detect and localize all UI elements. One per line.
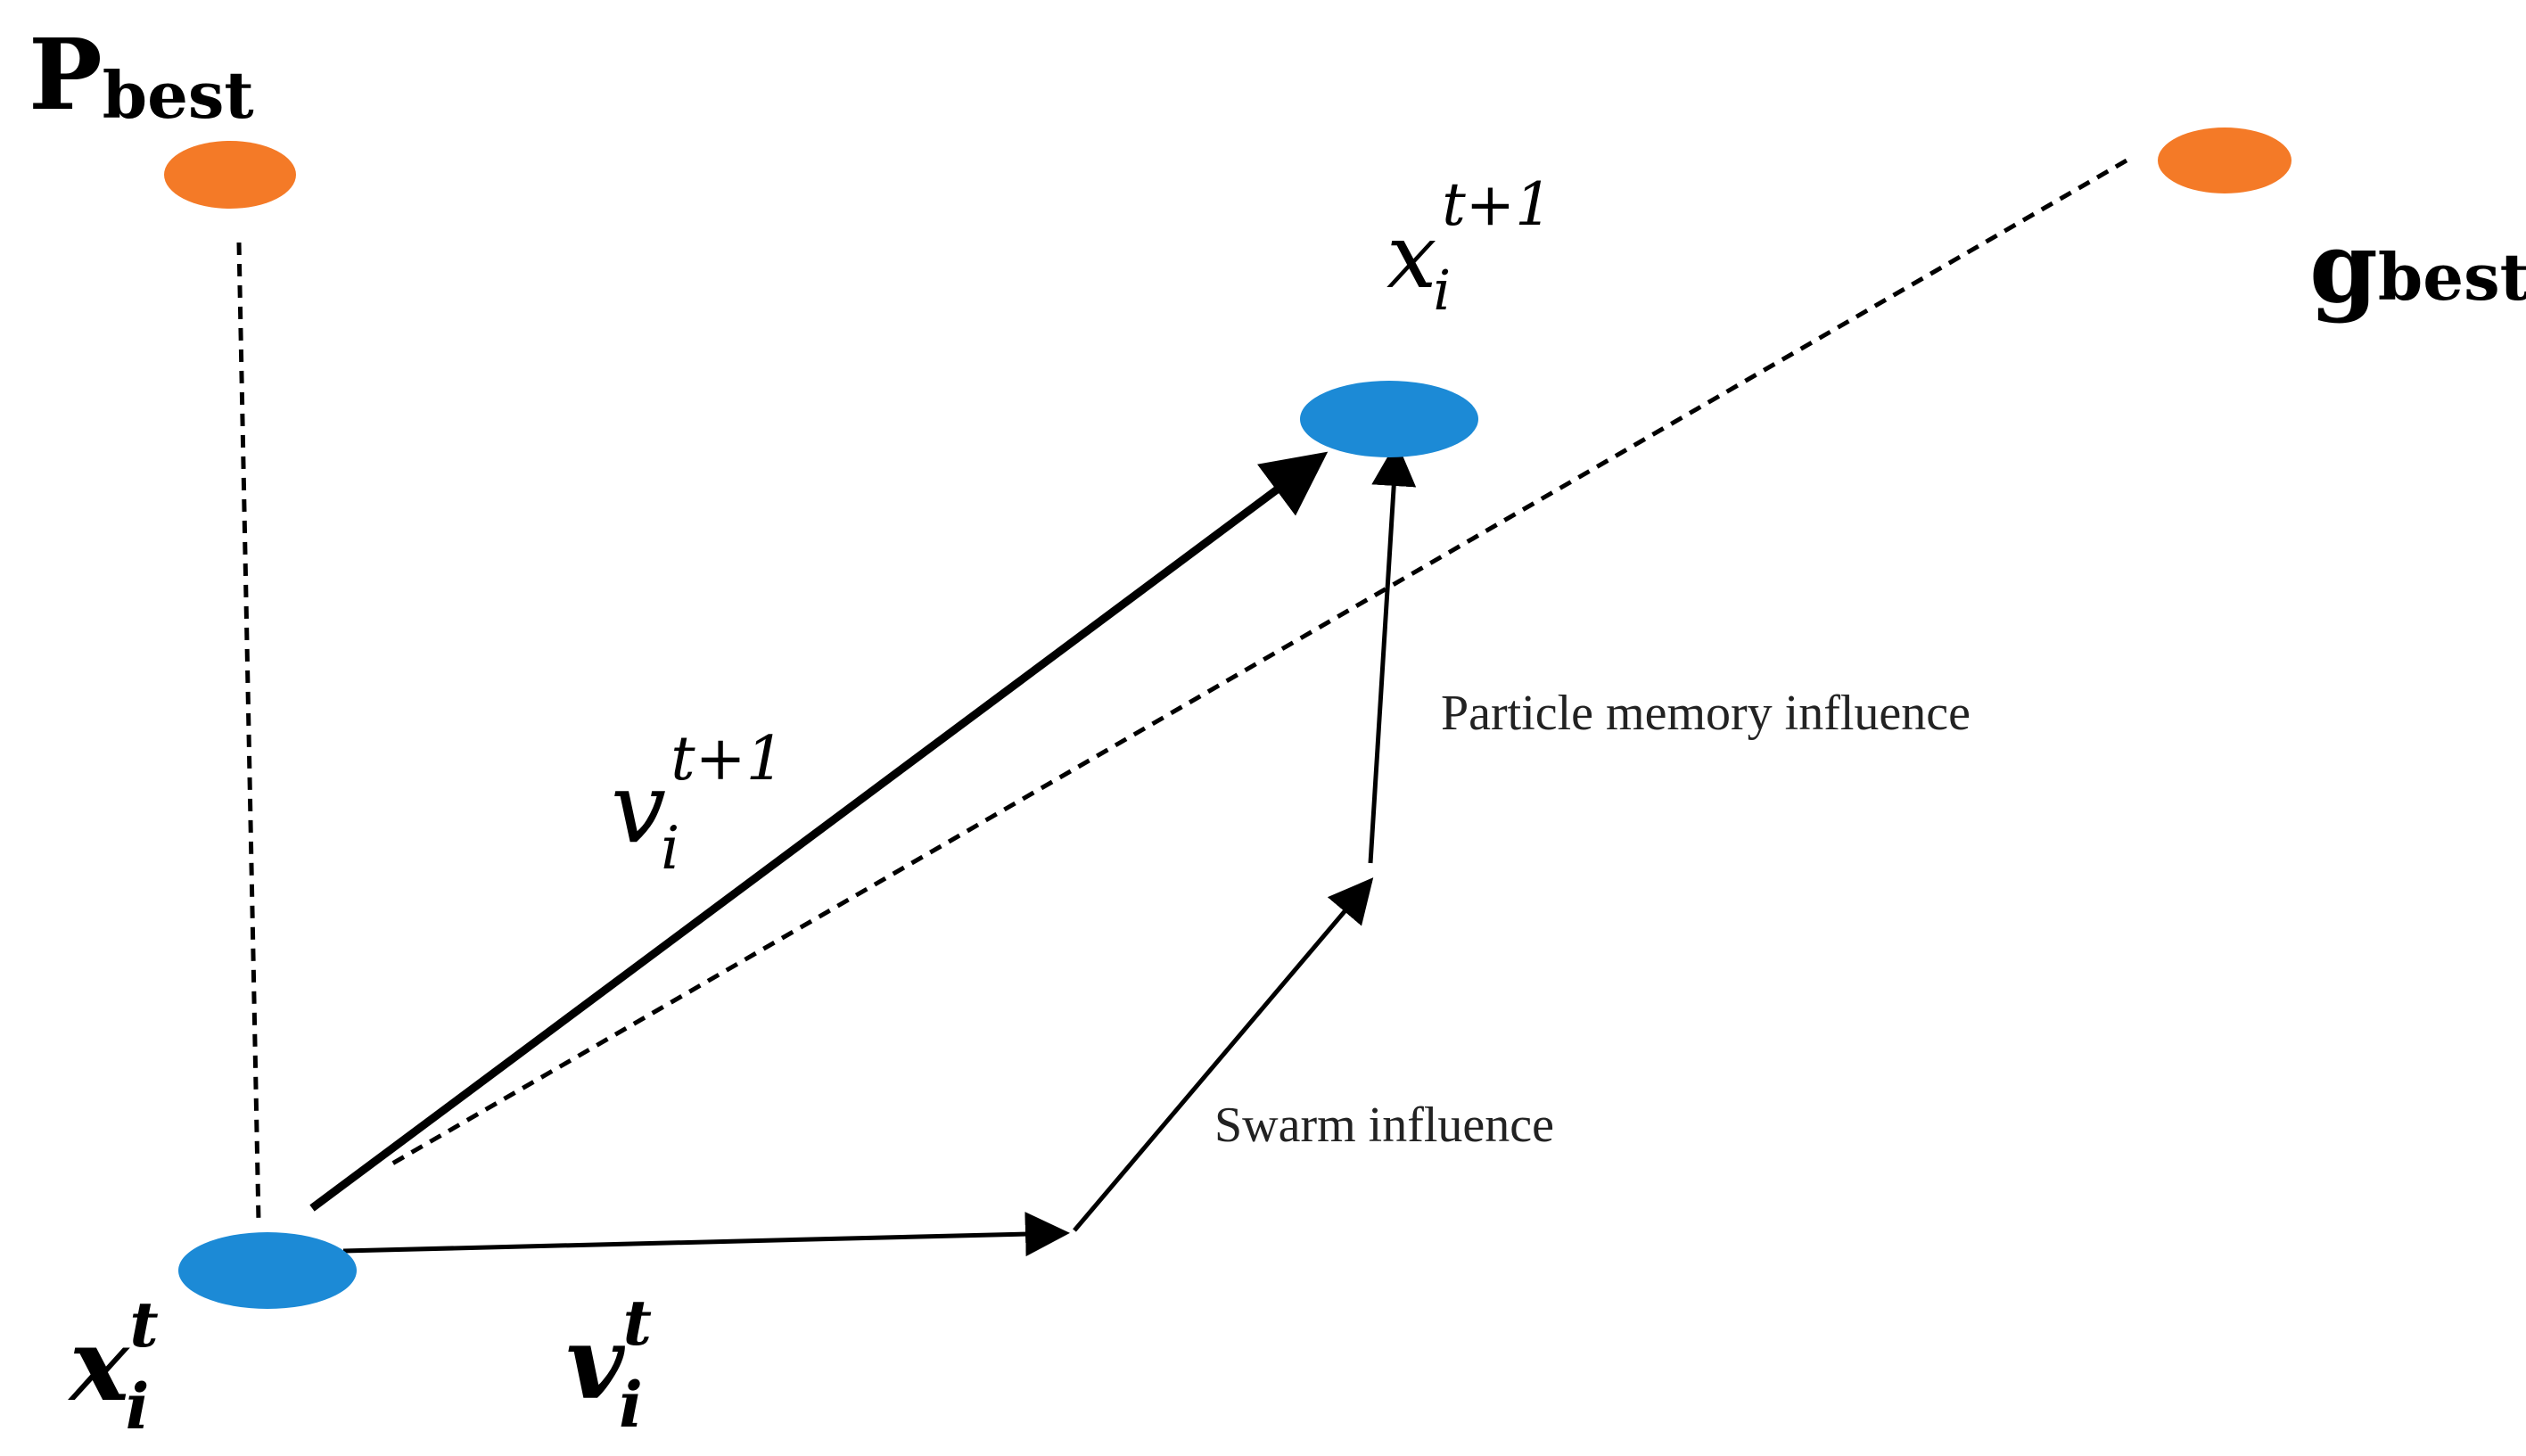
x-next-label-sup: t+1 xyxy=(1442,170,1552,239)
x-current-point xyxy=(178,1232,357,1309)
memory-influence-label: Particle memory influence xyxy=(1441,686,1971,741)
x-current-label-sup: t xyxy=(129,1287,158,1361)
x-next-point xyxy=(1300,381,1478,457)
v-current-arrow xyxy=(342,1212,1070,1257)
pbest-label-sub: best xyxy=(103,57,254,133)
v-next-arrow xyxy=(309,451,1329,1212)
pbest-label-main: P xyxy=(29,17,103,132)
x-current-label: xit xyxy=(68,1287,159,1444)
memory-influence-arrow xyxy=(1368,441,1417,864)
v-next-label: vi t+1 xyxy=(611,724,785,883)
gbest-dashed-line xyxy=(391,158,2128,1166)
v-current-label-sub: i xyxy=(619,1368,643,1442)
gbest-label-sub: best xyxy=(2378,239,2526,315)
x-current-label-sub: i xyxy=(126,1370,150,1444)
v-current-label-sup: t xyxy=(623,1286,652,1360)
gbest-label: gbest xyxy=(2309,210,2526,325)
gbest-label-main: g xyxy=(2309,210,2378,325)
v-next-label-sub: i xyxy=(661,814,679,883)
x-current-label-main: x xyxy=(68,1307,130,1424)
pbest-label: Pbest xyxy=(29,17,254,133)
v-next-label-main: v xyxy=(611,751,666,865)
x-next-label: xi t+1 xyxy=(1386,170,1552,323)
gbest-point xyxy=(2158,128,2292,193)
swarm-influence-label: Swarm influence xyxy=(1214,1098,1554,1153)
x-next-label-sub: i xyxy=(1433,258,1451,323)
swarm-influence-arrow xyxy=(1073,877,1374,1232)
v-next-label-sup: t+1 xyxy=(671,724,785,794)
x-next-label-main: x xyxy=(1386,204,1436,308)
v-current-label: vit xyxy=(566,1286,652,1442)
v-current-label-main: v xyxy=(566,1305,626,1422)
pbest-point xyxy=(164,141,296,209)
pbest-dashed-line xyxy=(236,242,261,1222)
